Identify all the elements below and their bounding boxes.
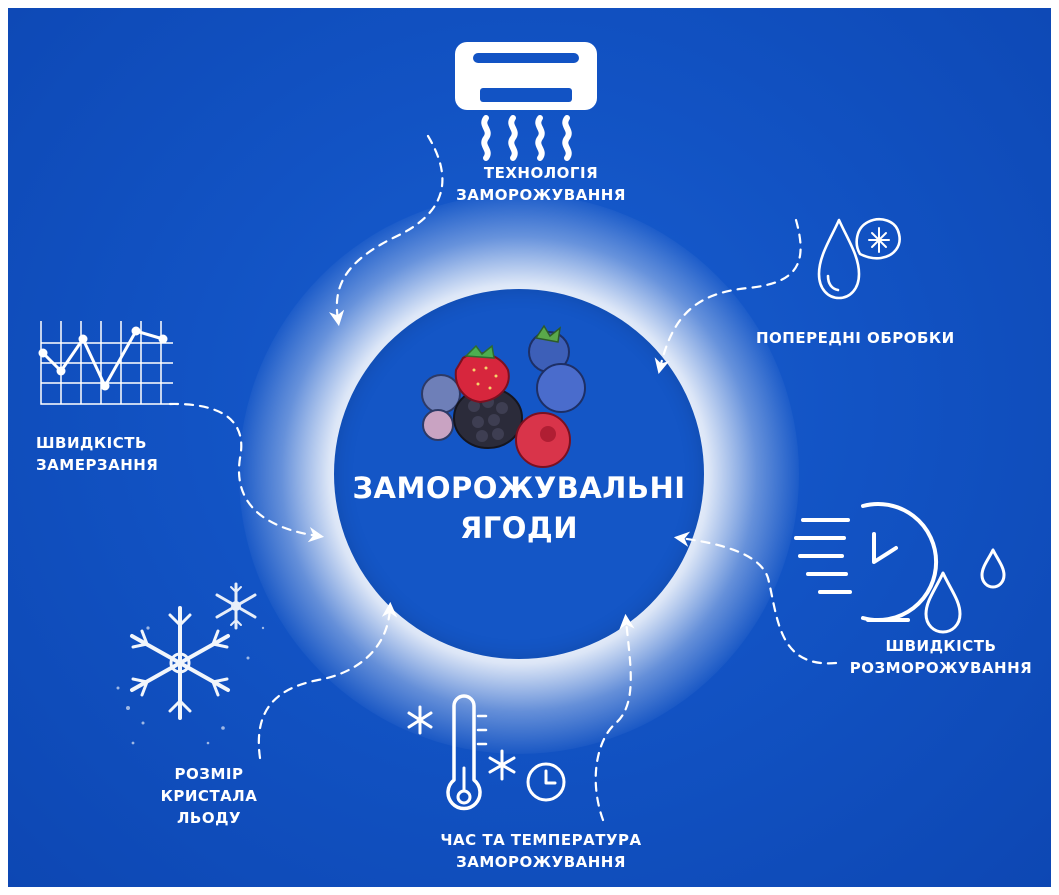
label-line: ЗАМОРОЖУВАННЯ [456,853,626,871]
label-line: РОЗМІР [174,765,244,783]
label-line: ЧАС ТА ТЕМПЕРАТУРА [440,831,642,849]
label-line: ТЕХНОЛОГІЯ [483,164,599,182]
thermometer-clock-icon [407,694,566,811]
diagram-graphics [38,42,1006,822]
water-drop-snowflake-icon [817,218,901,300]
center-title: ЗАМОРОЖУВАЛЬНІ ЯГОДИ [334,468,704,548]
arrow-pretreatment [654,218,802,374]
arrow-technology [328,134,444,327]
air-conditioner-icon [455,42,597,161]
infographic-canvas: ЗАМОРОЖУВАЛЬНІ ЯГОДИ ТЕХНОЛОГІЯ ЗАМОРОЖУ… [8,8,1051,887]
label-freezing-speed: ШВИДКІСТЬ ЗАМЕРЗАННЯ [36,432,236,476]
label-line: ЗАМОРОЖУВАННЯ [456,186,626,204]
label-pretreatment: ПОПЕРЕДНІ ОБРОБКИ [756,327,1036,349]
label-freezing-technology: ТЕХНОЛОГІЯ ЗАМОРОЖУВАННЯ [436,162,646,206]
label-ice-crystal-size: РОЗМІР КРИСТАЛА ЛЬОДУ [154,763,264,829]
center-hub [334,289,704,659]
label-line: ЛЬОДУ [176,809,242,827]
arrow-ice-crystal [257,601,398,760]
label-line: РОЗМОРОЖУВАННЯ [849,659,1033,677]
label-line: КРИСТАЛА [160,787,258,805]
snowflake-crystal-icon [116,582,265,745]
label-time-temperature: ЧАС ТА ТЕМПЕРАТУРА ЗАМОРОЖУВАННЯ [406,829,676,873]
label-line: ШВИДКІСТЬ [885,637,997,655]
label-line: ЗАМЕРЗАННЯ [36,456,159,474]
center-title-line1: ЗАМОРОЖУВАЛЬНІ [352,471,686,505]
fast-clock-drops-icon [794,502,1006,634]
arrow-thawing-speed [673,531,838,665]
label-line: ШВИДКІСТЬ [36,434,147,452]
label-line: ПОПЕРЕДНІ ОБРОБКИ [756,329,955,347]
center-title-line2: ЯГОДИ [459,511,579,545]
arrow-time-temperature [594,613,635,822]
berries-illustration [421,324,586,468]
line-chart-icon [38,321,173,405]
arrow-freezing-speed [168,402,325,543]
label-thawing-speed: ШВИДКІСТЬ РОЗМОРОЖУВАННЯ [836,635,1046,679]
